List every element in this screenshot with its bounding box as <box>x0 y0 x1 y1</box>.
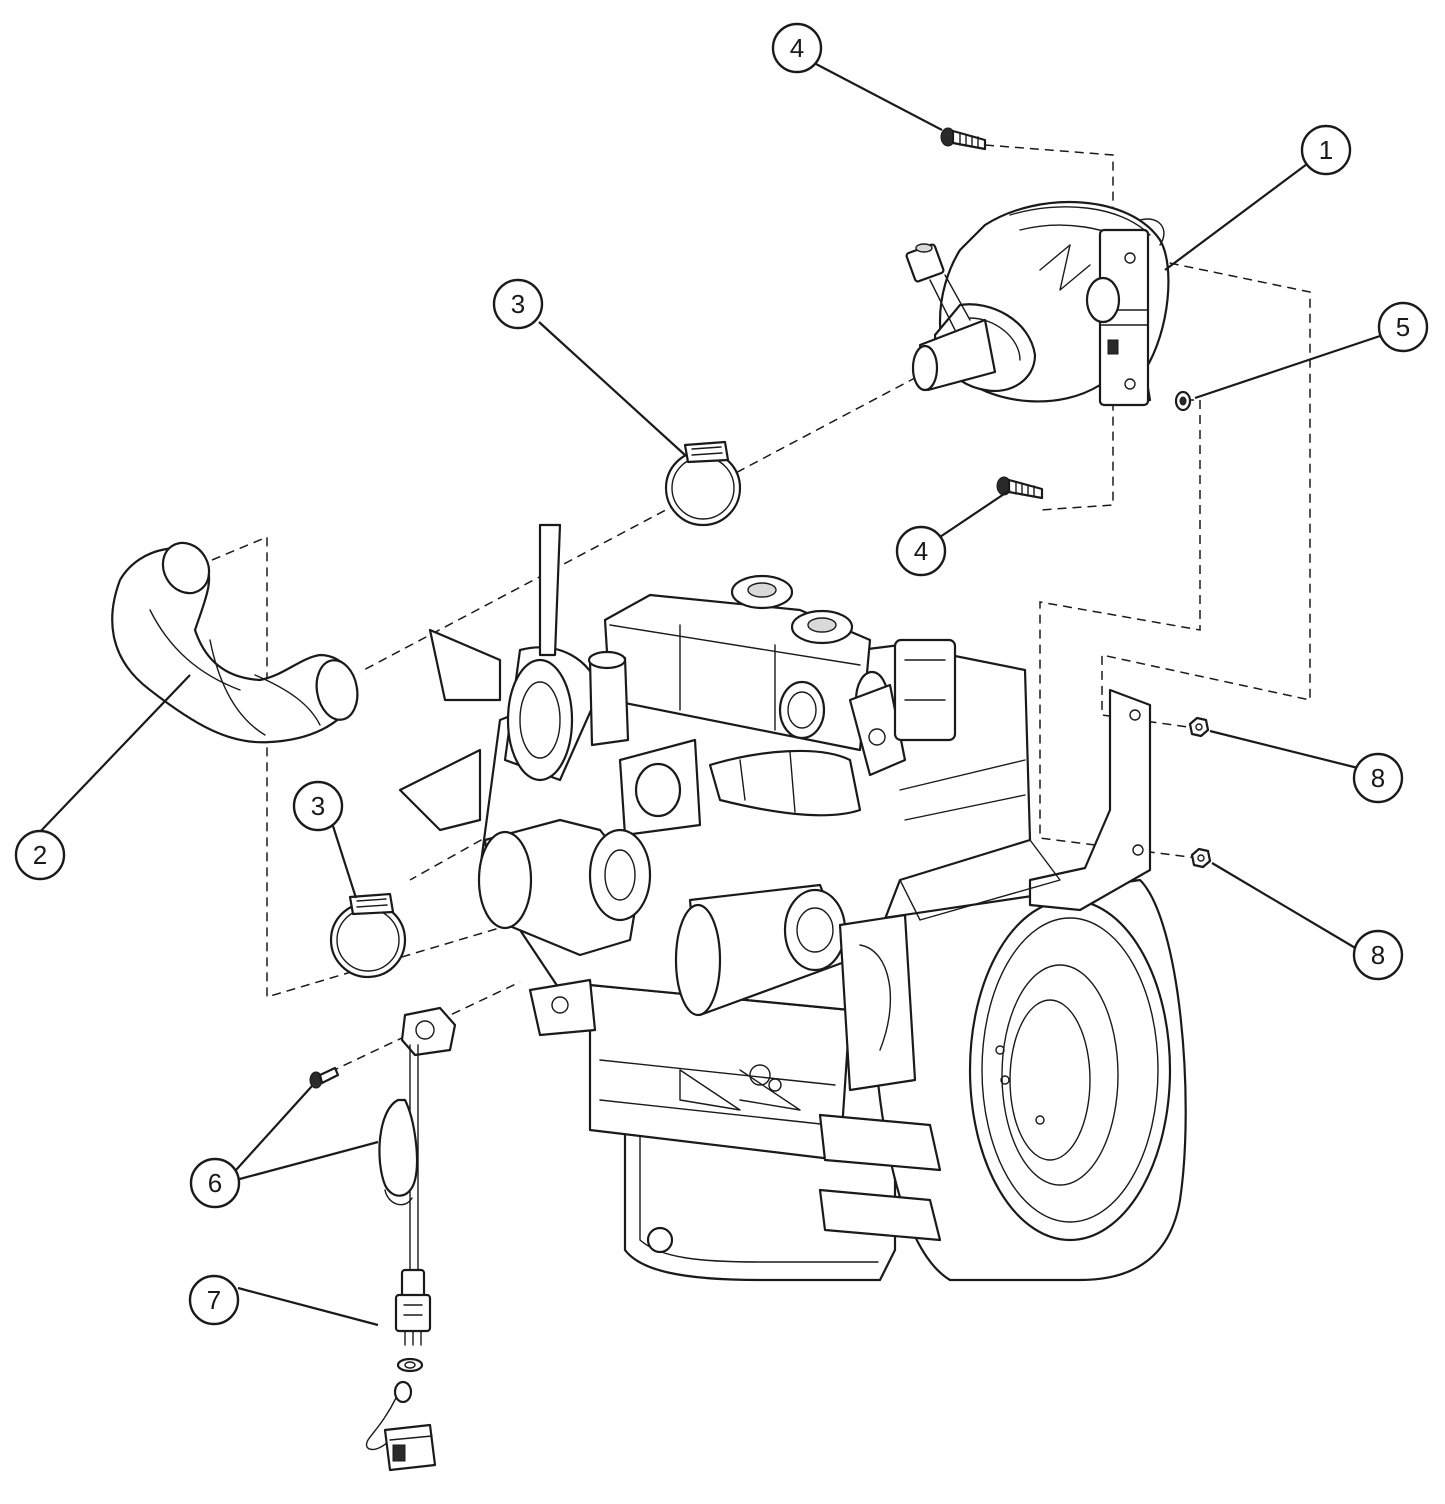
callout-6: 6 <box>189 1157 241 1209</box>
nut-lower <box>1190 847 1212 869</box>
callout-8-lower: 8 <box>1352 929 1404 981</box>
callout-7: 7 <box>188 1274 240 1326</box>
svg-text:1: 1 <box>1319 135 1333 165</box>
callout-3-upper: 3 <box>492 278 544 330</box>
hose-clamp-lower <box>329 892 407 979</box>
svg-text:3: 3 <box>511 289 525 319</box>
callout-8-upper: 8 <box>1352 752 1404 804</box>
svg-text:5: 5 <box>1396 312 1410 342</box>
temperature-sender <box>365 1380 437 1472</box>
svg-text:8: 8 <box>1371 763 1385 793</box>
bolt-sensor <box>309 1066 340 1089</box>
callout-5: 5 <box>1377 301 1429 353</box>
sensor-wiring-harness <box>378 1006 457 1373</box>
callout-2: 2 <box>14 829 66 881</box>
callout-1: 1 <box>1300 124 1352 176</box>
nut-upper <box>1188 716 1210 738</box>
svg-text:3: 3 <box>311 791 325 821</box>
bolt-top <box>940 127 987 151</box>
callout-4-middle: 4 <box>895 525 947 577</box>
washer <box>1174 390 1192 412</box>
svg-text:8: 8 <box>1371 940 1385 970</box>
svg-text:4: 4 <box>790 33 804 63</box>
callout-4-top: 4 <box>771 22 823 74</box>
svg-text:4: 4 <box>914 536 928 566</box>
svg-text:2: 2 <box>33 840 47 870</box>
radiator-hose <box>111 541 359 744</box>
bolt-middle <box>996 476 1044 500</box>
hose-clamp-upper <box>664 440 742 527</box>
leader-lines <box>36 63 1381 1327</box>
callout-3-lower: 3 <box>292 780 344 832</box>
engine-block-assembly <box>398 523 1187 1282</box>
thermostat-housing-assembly <box>905 201 1170 407</box>
svg-text:6: 6 <box>208 1168 222 1198</box>
svg-text:7: 7 <box>207 1285 221 1315</box>
